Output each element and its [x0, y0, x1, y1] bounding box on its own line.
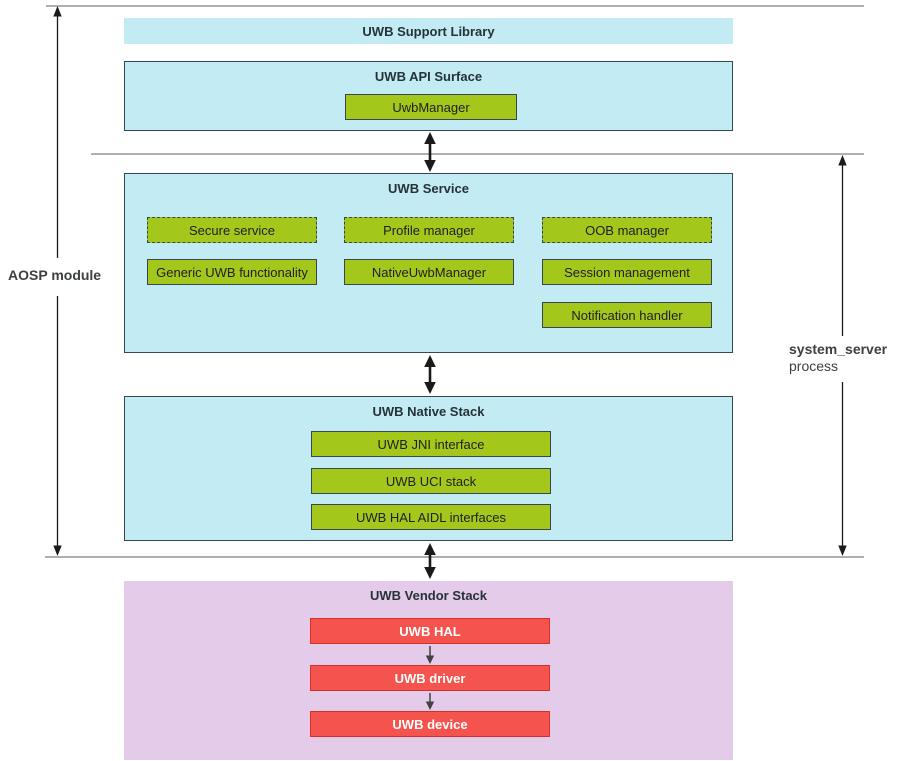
uwb-jni-interface-box: UWB JNI interface	[311, 431, 551, 457]
uwb-device-box: UWB device	[310, 711, 550, 737]
uwb-native-stack-title: UWB Native Stack	[372, 404, 485, 419]
uwb-vendor-stack-box: UWB Vendor Stack UWB HAL UWB driver UWB …	[124, 581, 733, 760]
aosp-module-label: AOSP module	[8, 267, 102, 283]
uwb-support-library-title: UWB Support Library	[362, 23, 495, 39]
system-server-label: system_server	[789, 341, 888, 357]
generic-uwb-functionality-box: Generic UWB functionality	[147, 259, 317, 285]
uwb-uci-stack-box: UWB UCI stack	[311, 468, 551, 494]
uwb-vendor-stack-title: UWB Vendor Stack	[369, 588, 488, 603]
uwb-hal-box: UWB HAL	[310, 618, 550, 644]
process-label: process	[789, 358, 839, 374]
api-service-double-arrow-icon	[424, 132, 436, 172]
uwb-service-box: UWB Service Secure service Profile manag…	[124, 173, 733, 353]
nativeuwbmanager-box: NativeUwbManager	[344, 259, 514, 285]
top-boundary-line	[46, 5, 864, 7]
oob-manager-box: OOB manager	[542, 217, 712, 243]
uwb-service-title: UWB Service	[388, 181, 469, 196]
uwb-support-library-box: UWB Support Library	[124, 18, 733, 44]
uwb-native-stack-box: UWB Native Stack UWB JNI interface UWB U…	[124, 396, 733, 541]
bottom-boundary-line	[45, 556, 864, 558]
session-management-box: Session management	[542, 259, 712, 285]
notification-handler-box: Notification handler	[542, 302, 712, 328]
uwb-api-surface-title: UWB API Surface	[374, 69, 483, 84]
profile-manager-box: Profile manager	[344, 217, 514, 243]
service-native-double-arrow-icon	[424, 355, 436, 394]
uwbmanager-box: UwbManager	[345, 94, 517, 120]
secure-service-box: Secure service	[147, 217, 317, 243]
system-server-process-label: system_server process	[789, 341, 888, 375]
uwb-hal-aidl-interfaces-box: UWB HAL AIDL interfaces	[311, 504, 551, 530]
uwb-driver-box: UWB driver	[310, 665, 550, 691]
system-server-top-line	[91, 153, 864, 155]
native-vendor-double-arrow-icon	[424, 543, 436, 579]
uwb-api-surface-box: UWB API Surface UwbManager	[124, 61, 733, 131]
